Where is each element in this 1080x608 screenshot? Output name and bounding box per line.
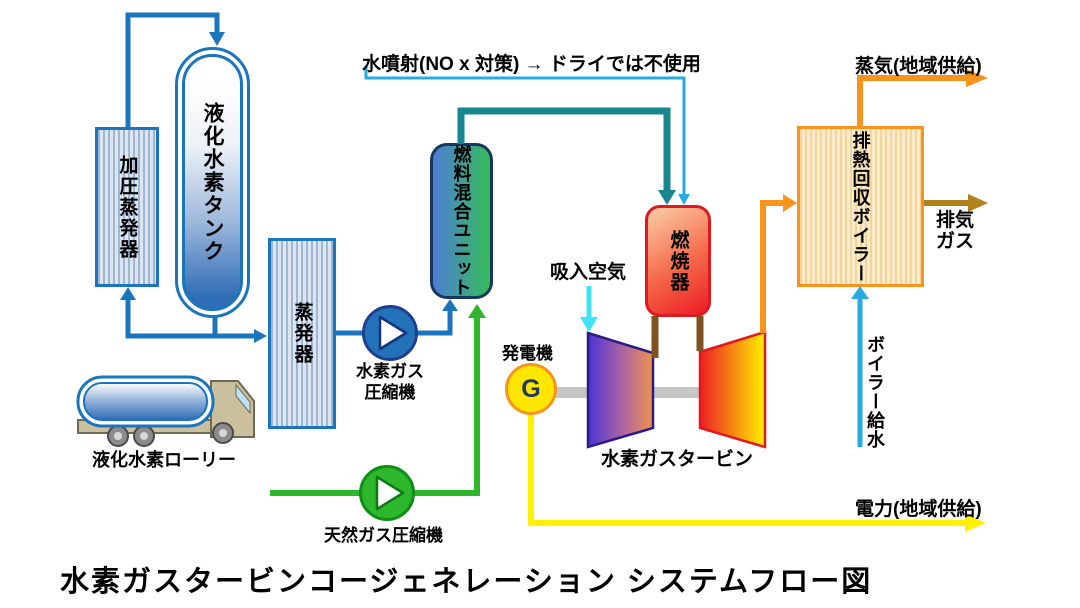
intake-air-label: 吸入空気 [550, 262, 627, 283]
pressurized-evaporator-box: 加圧蒸発器 [95, 127, 159, 287]
lh2-tank-inner: 液化水素タンク [182, 54, 243, 311]
exhaust-gas-label: 排気 ガス [936, 210, 975, 252]
h2-compressor-triangle-icon [378, 315, 408, 351]
h2-compressor-symbol [362, 305, 418, 361]
lorry-label: 液化水素ローリー [92, 450, 236, 470]
turbine-label: 水素ガスタービン [601, 449, 754, 470]
lorry-tank-inner [83, 382, 208, 421]
ng-compressor-label: 天然ガス圧縮機 [324, 526, 443, 545]
boiler-feed-label: ボイラー給水 [865, 335, 885, 449]
lorry-wheel-hub [114, 432, 122, 440]
arrow-intake-air [580, 317, 598, 332]
arrow-teal-into-combustor [658, 190, 676, 205]
pipe-steam-out [857, 75, 966, 126]
combustor-label: 燃焼器 [667, 229, 689, 293]
lorry-wheel [107, 425, 129, 447]
ng-compressor-triangle-icon [375, 475, 405, 511]
water-injection-note: 水噴射(NO x 対策) → ドライでは不使用 [362, 54, 701, 75]
diagram-title: 水素ガスタービンコージェネレーション システムフロー図 [60, 566, 873, 598]
generator-label: 発電機 [502, 344, 553, 363]
lh2-tank-label: 液化水素タンク [201, 102, 224, 263]
arrow-water-into-combustor [678, 194, 690, 205]
lorry-window [235, 383, 251, 415]
fuel-mixing-unit-label: 燃料混合ユニット [451, 145, 472, 297]
hrsg-label: 排熱回収ボイラー [850, 130, 871, 283]
lh2-tank: 液化水素タンク [175, 47, 250, 318]
lorry-cab [210, 380, 255, 438]
arrow-into-hrsg [783, 194, 797, 212]
pipe-water-injection [364, 66, 686, 195]
lorry-wheel [133, 425, 155, 447]
generator-symbol: G [505, 363, 557, 415]
combustor-box: 燃焼器 [645, 205, 711, 317]
arrow-boiler-feed [851, 286, 869, 299]
lorry-tank-outer [76, 375, 215, 428]
arrow-into-evaporator [254, 329, 267, 343]
steam-supply-label: 蒸気(地域供給) [855, 56, 982, 77]
ng-compressor-symbol [359, 465, 415, 521]
lorry-wheel [212, 422, 234, 444]
arrow-h2-into-mixer [442, 299, 458, 311]
evaporator-box: 蒸発器 [268, 238, 336, 429]
power-supply-label: 電力(地域供給) [855, 499, 982, 520]
lh2-lorry-graphic [76, 375, 255, 447]
arrow-into-tank [209, 32, 225, 46]
pipe-turbine-to-hrsg [760, 200, 783, 333]
hrsg-box: 排熱回収ボイラー [797, 126, 924, 287]
h2-compressor-label: 水素ガス 圧縮機 [356, 362, 424, 403]
turbine-shaft [531, 387, 765, 398]
evaporator-label: 蒸発器 [291, 302, 313, 365]
fuel-mixing-unit-box: 燃料混合ユニット [430, 143, 493, 299]
lorry-flatbed [77, 419, 231, 434]
generator-letter: G [521, 374, 541, 403]
lorry-wheel-hub [140, 432, 148, 440]
lorry-wheel-hub [219, 429, 227, 437]
arrow-into-pressurized-evaporator [120, 287, 136, 300]
arrow-ng-into-mixer [468, 304, 486, 318]
pressurized-evaporator-label: 加圧蒸発器 [116, 154, 138, 260]
